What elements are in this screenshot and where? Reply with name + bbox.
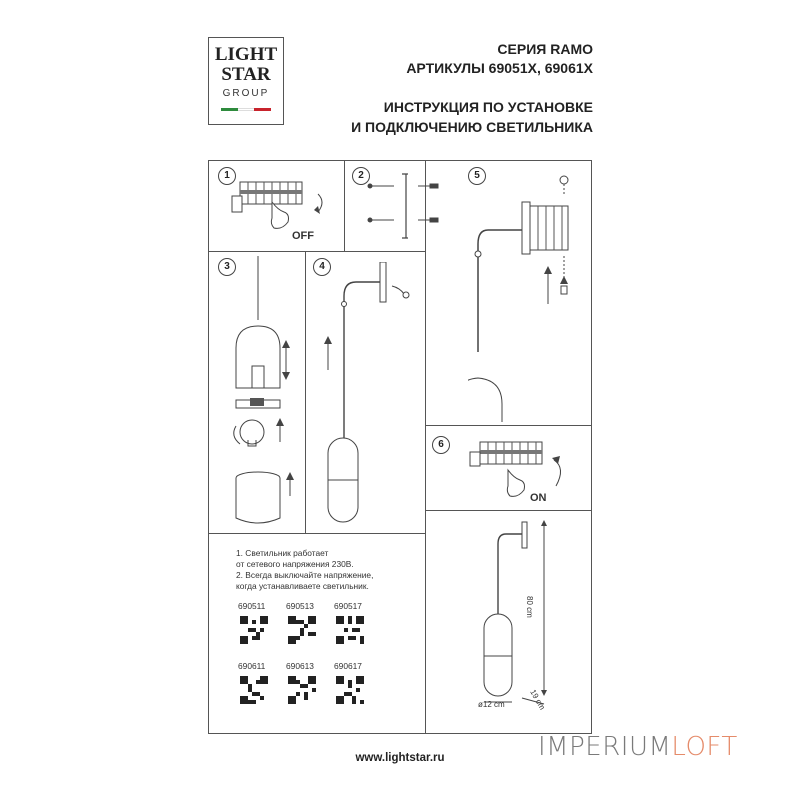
step-5-wall-mount-illustration — [468, 175, 569, 422]
logo-line-1: LIGHT — [214, 44, 278, 65]
note-line-2: от сетевого напряжения 230В. — [236, 559, 354, 569]
step-3-shade-assembly — [233, 256, 294, 524]
italian-flag-icon — [221, 108, 272, 111]
step-number-4: 4 — [313, 258, 331, 276]
instruction-frame — [208, 160, 592, 734]
article-code: 690617 — [334, 661, 362, 671]
series-title: СЕРИЯ RAMO — [497, 41, 593, 57]
dimension-drawing — [483, 520, 547, 705]
qr-code-icon[interactable] — [288, 616, 316, 644]
qr-code-icon[interactable] — [336, 616, 364, 644]
note-line-3: 2. Всегда выключайте напряжение, — [236, 570, 374, 580]
divider — [208, 251, 426, 252]
logo-line-3: GROUP — [222, 88, 270, 99]
website-link[interactable]: www.lightstar.ru — [355, 752, 445, 764]
instruction-title-line-2: И ПОДКЛЮЧЕНИЮ СВЕТИЛЬНИКА — [351, 119, 593, 135]
note-line-1: 1. Светильник работает — [236, 548, 329, 558]
step-4-wall-arm-pendant — [324, 262, 410, 523]
instruction-title-line-1: ИНСТРУКЦИЯ ПО УСТАНОВКЕ — [383, 99, 593, 115]
divider — [425, 510, 592, 511]
divider — [425, 160, 426, 734]
logo-line-2: STAR — [221, 64, 271, 85]
height-dimension: 80 cm — [525, 596, 534, 618]
step-2-mounting-screws — [367, 173, 439, 239]
divider — [344, 160, 345, 251]
step-1-terminal-illustration — [231, 181, 323, 229]
brand-logo: LIGHT STAR GROUP — [208, 37, 284, 125]
off-label: OFF — [292, 230, 314, 242]
step-number-1: 1 — [218, 167, 236, 185]
step-number-6: 6 — [432, 436, 450, 454]
step-number-2: 2 — [352, 167, 370, 185]
qr-code-icon[interactable] — [240, 676, 268, 704]
article-code: 690513 — [286, 601, 314, 611]
article-code: 690611 — [238, 661, 266, 671]
step-6-terminal-illustration — [469, 441, 561, 497]
watermark: IMPERIUMLOFT — [538, 732, 738, 762]
note-line-4: когда устанавливаете светильник. — [236, 581, 369, 591]
article-numbers: АРТИКУЛЫ 69051X, 69061X — [406, 60, 593, 76]
divider — [425, 425, 592, 426]
qr-code-icon[interactable] — [288, 676, 316, 704]
article-code: 690517 — [334, 601, 362, 611]
on-label: ON — [530, 492, 547, 504]
diameter-dimension: ø12 cm — [478, 700, 505, 709]
step-number-3: 3 — [218, 258, 236, 276]
article-code: 690511 — [238, 601, 266, 611]
qr-code-icon[interactable] — [240, 616, 268, 644]
watermark-part-1: IMPERIUM — [538, 732, 672, 762]
divider — [208, 533, 426, 534]
article-code: 690613 — [286, 661, 314, 671]
divider — [305, 251, 306, 533]
step-number-5: 5 — [468, 167, 486, 185]
watermark-part-2: LOFT — [671, 732, 738, 762]
qr-code-icon[interactable] — [336, 676, 364, 704]
